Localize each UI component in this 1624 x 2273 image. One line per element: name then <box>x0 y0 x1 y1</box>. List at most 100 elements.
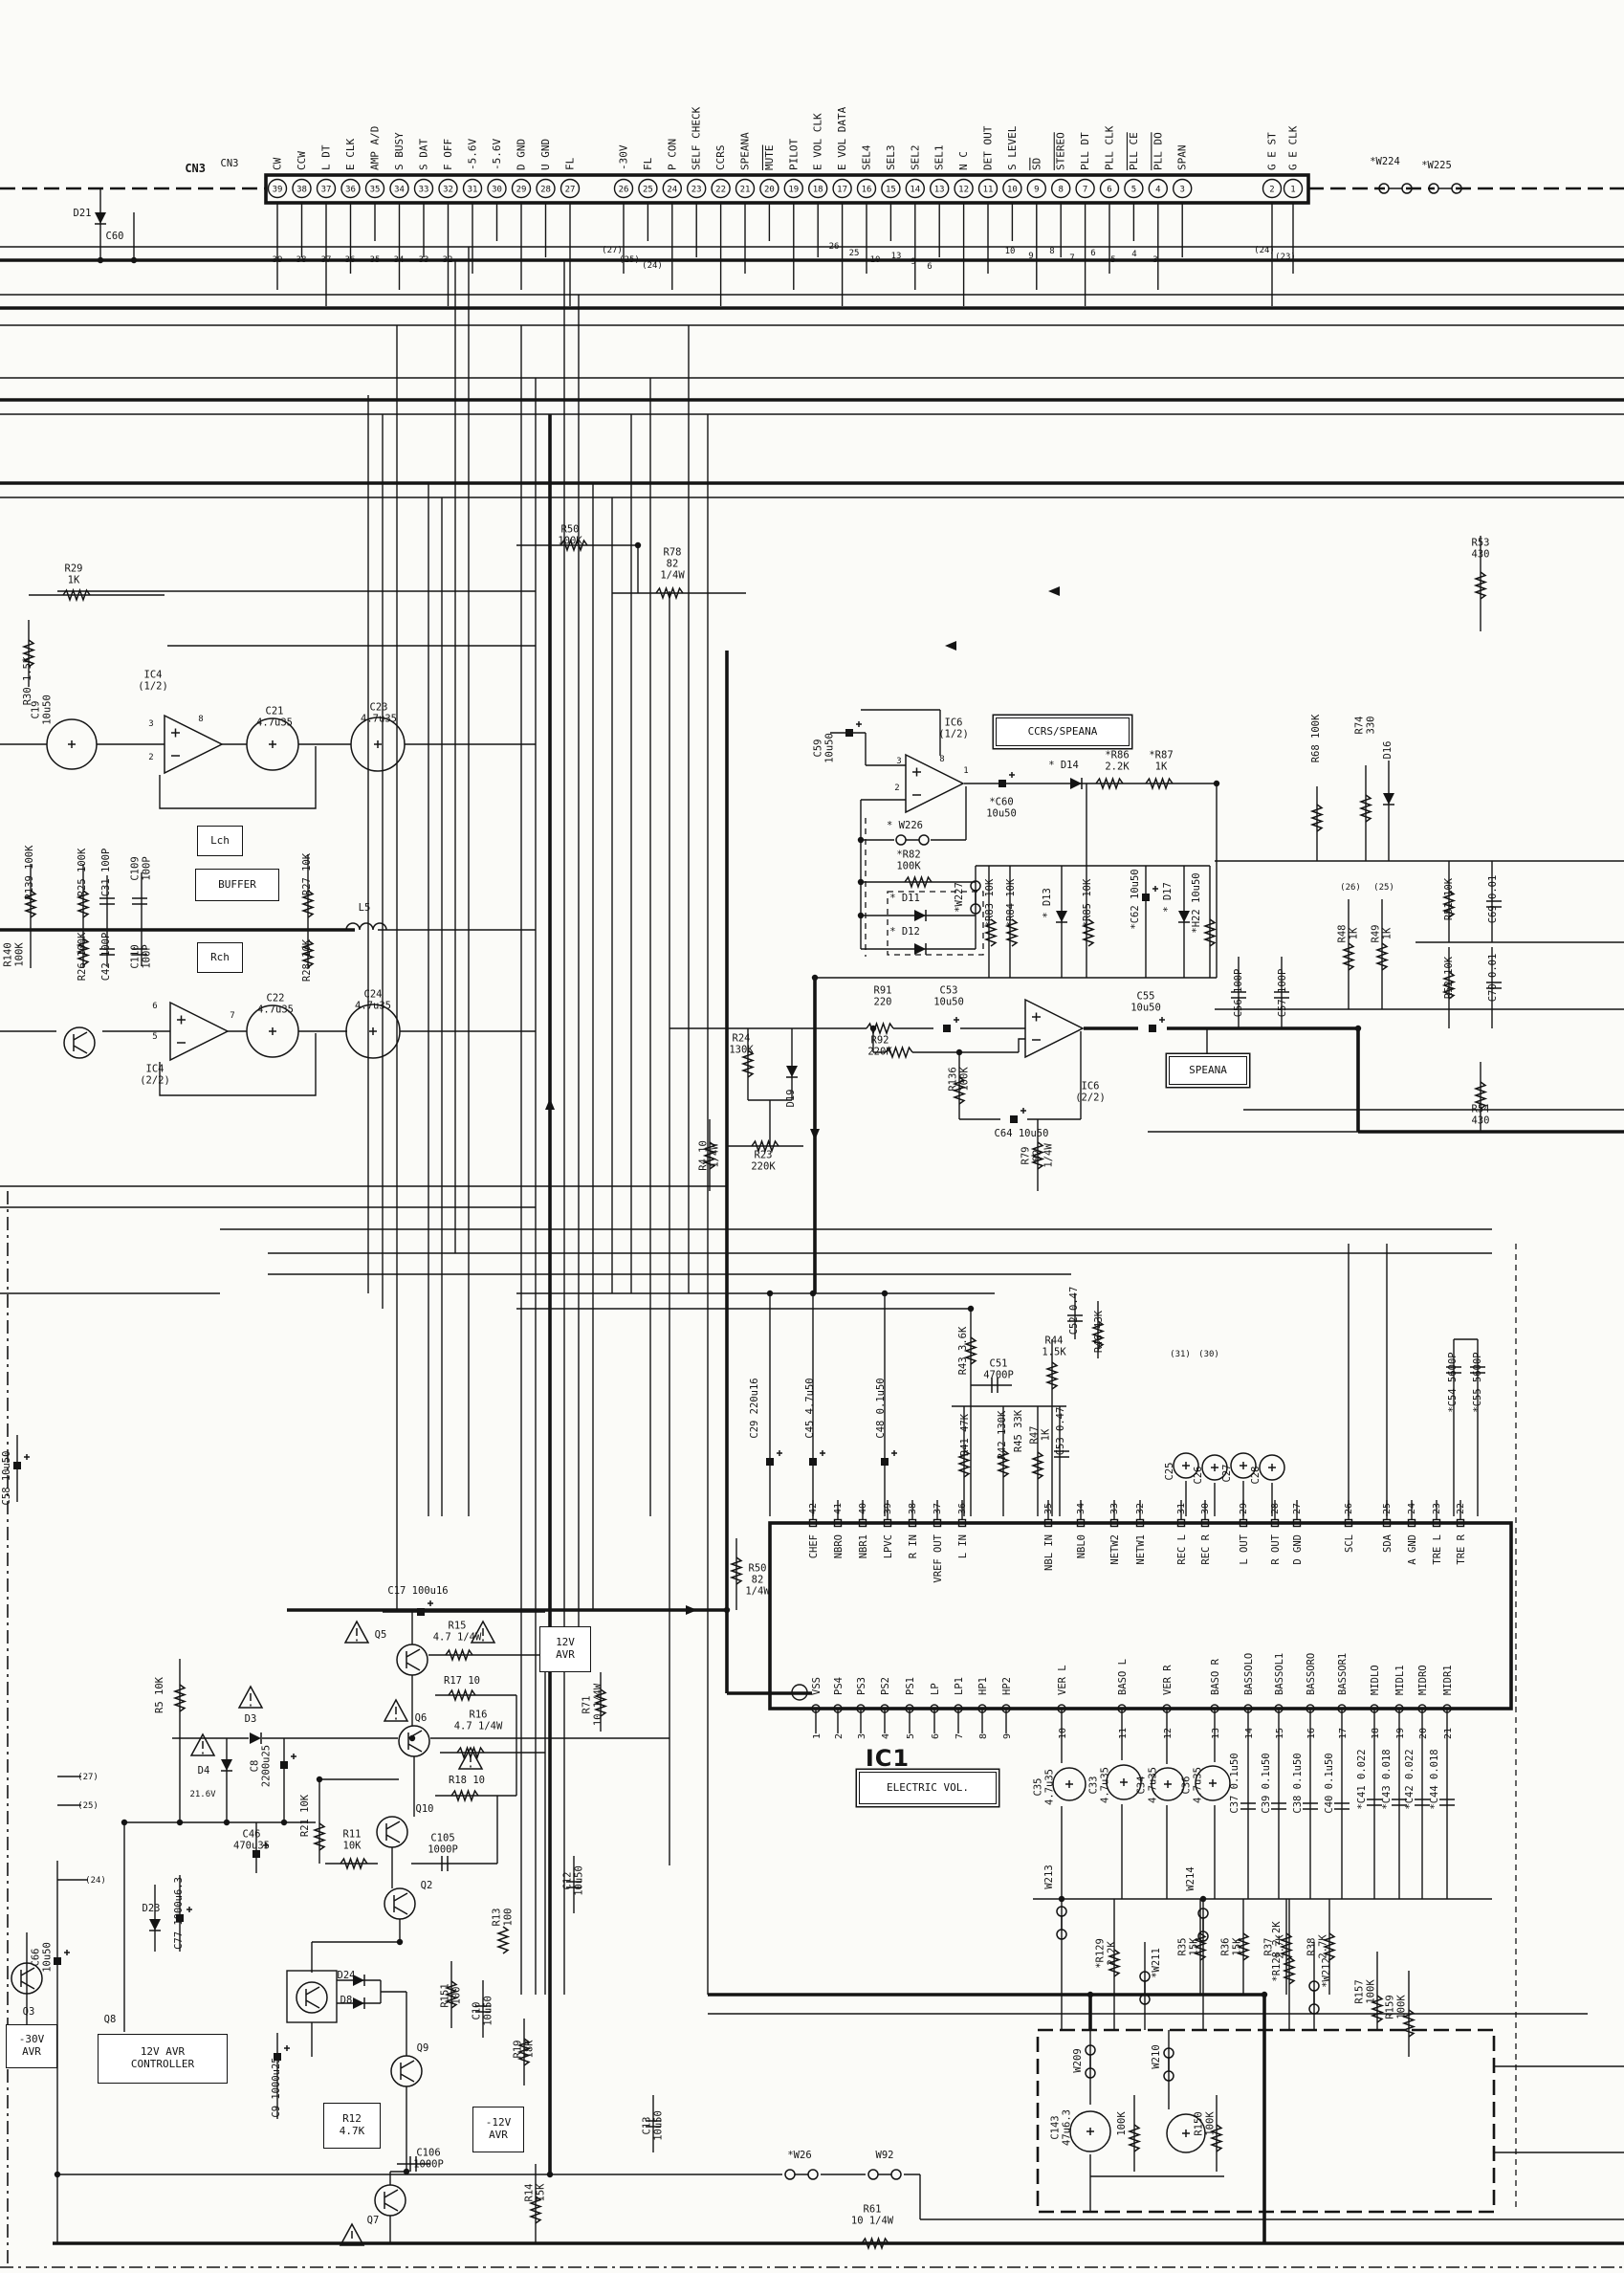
resistor-symbol <box>1107 1949 1122 1977</box>
electrolytic-cap-symbol <box>1010 1115 1018 1123</box>
polarity-plus-icon <box>1009 772 1015 778</box>
opamp-polarity-marks <box>177 1015 186 1044</box>
resistor-symbol <box>1374 942 1390 971</box>
ic1-bottom-pin <box>856 1704 866 1713</box>
cn3-pin-circle <box>735 178 756 199</box>
cn3-pin-circle <box>711 178 731 199</box>
cn3-pin-label: S BUSY <box>393 132 406 170</box>
cn3-pin-circle <box>638 178 658 199</box>
capacitor-symbol <box>475 2005 491 2013</box>
cn3-pin-label: D GND <box>516 139 528 170</box>
cn3-pin-number: 1 <box>1290 186 1295 195</box>
ic1-bottom-pin-label: HP2 <box>1001 1677 1013 1695</box>
capacitor-symbol <box>1392 1799 1407 1806</box>
resistor-symbol <box>1441 971 1457 1000</box>
resistor-symbol <box>300 890 316 918</box>
cn3-pin-number: 34 <box>394 186 405 195</box>
ic1-bottom-pin <box>930 1704 939 1713</box>
ic1-top-pin-label: NBR1 <box>858 1534 869 1558</box>
resistor-symbol <box>983 918 999 947</box>
polarity-plus-icon <box>374 740 382 748</box>
cn3-pin-label: STEREO <box>1055 132 1067 170</box>
warning-triangle-icon <box>343 1620 370 1644</box>
resistor-symbol <box>1401 2009 1416 2038</box>
resistor-symbol <box>448 1688 476 1703</box>
jumper-link-icon <box>867 2169 879 2180</box>
cn3-pin-number: 2 <box>1269 186 1274 195</box>
cn3-pin-label: E CLK <box>344 139 357 170</box>
ic1-bottom-pin-number: 7 <box>955 1733 965 1739</box>
junction-dot <box>1354 1025 1362 1032</box>
transistor-legs <box>406 1648 421 1671</box>
resistor-symbol <box>1095 776 1124 791</box>
junction-dot <box>869 1025 877 1032</box>
dashed-detail <box>865 818 1517 2212</box>
diode-symbol <box>914 943 926 955</box>
diode-symbol <box>914 910 926 921</box>
resistor-symbol <box>1044 1361 1060 1390</box>
resistor-symbol <box>1030 1451 1045 1480</box>
opamp-polarity-marks <box>912 767 921 796</box>
transistor-symbol <box>376 1816 408 1848</box>
resistor-symbol <box>312 1822 327 1851</box>
capacitor-symbol <box>441 1856 449 1871</box>
ic1-bottom-pin-number: 15 <box>1275 1728 1285 1739</box>
electrolytic-cap-symbol <box>1149 1025 1156 1032</box>
resistor-symbol <box>300 939 316 968</box>
ic1-bottom-pin <box>1117 1704 1127 1713</box>
ic1-bottom-pin-label: PS4 <box>833 1677 845 1695</box>
ic1-top-pin <box>1200 1518 1210 1528</box>
cn3-pin-circle <box>687 178 707 199</box>
cn3-pin-circle <box>1148 178 1169 199</box>
junction-dot <box>541 1651 549 1659</box>
resistor-symbol <box>963 1336 978 1365</box>
diode-symbol <box>353 1975 364 1986</box>
polarity-plus-icon <box>891 1450 897 1456</box>
signal-arrow-icon <box>810 1129 820 1140</box>
cn3-pin-number: 16 <box>862 186 872 195</box>
ic1-top-pin <box>1292 1518 1302 1528</box>
cn3-pin-number: 18 <box>813 186 823 195</box>
cn3-pin-label: SEL3 <box>885 145 897 171</box>
ic1-bottom-pin <box>1306 1704 1315 1713</box>
cn3-pin-circle <box>267 178 288 199</box>
polarity-plus-icon <box>820 1450 825 1456</box>
ic1-top-pin-label: TRE L <box>1432 1534 1443 1565</box>
cn3-pin-label: PLL DT <box>1079 132 1091 170</box>
ic1-top-pin-label: SDA <box>1382 1534 1394 1553</box>
ic1-bottom-pin-label: BASSOLO <box>1243 1653 1255 1695</box>
electrolytic-cap-symbol <box>274 2053 281 2061</box>
warning-triangle-icon <box>189 1732 216 1756</box>
ic1-top-pin-label: LPVC <box>883 1534 894 1558</box>
ic1-bottom-pin-number: 1 <box>812 1733 823 1739</box>
transistor-legs <box>384 2189 399 2212</box>
signal-arrow-icon <box>1048 586 1060 596</box>
electrolytic-can-symbol <box>1151 1767 1185 1801</box>
electrolytic-cap-symbol <box>999 780 1006 787</box>
signal-arrow-icon <box>945 641 956 651</box>
polarity-plus-icon <box>1211 1464 1218 1471</box>
cn3-pin-circle <box>662 178 682 199</box>
ic1-top-pin <box>883 1518 892 1528</box>
capacitor-symbol <box>1367 1799 1382 1806</box>
ic1-bottom-pin-label: BASSORO <box>1306 1653 1317 1695</box>
resistor-symbol <box>956 1449 972 1478</box>
opamp-polarity-marks <box>171 728 180 757</box>
ic1-top-pin <box>1344 1518 1353 1528</box>
ic1-bottom-pin-number: 18 <box>1371 1728 1381 1739</box>
resistor-symbol <box>702 1141 717 1170</box>
jumper-link-icon <box>890 2169 902 2180</box>
ic1-bottom-pin-label: PS1 <box>905 1677 916 1695</box>
ic1-top-pin <box>1176 1518 1186 1528</box>
ic1-bottom-pin-label: BASSOL1 <box>1274 1653 1285 1695</box>
ic1-top-pin-label: REC L <box>1176 1534 1188 1565</box>
cn3-pin-circle <box>438 178 458 199</box>
cn3-pin-circle <box>783 178 803 199</box>
resistor-symbol <box>495 1926 511 1954</box>
capacitor-symbol <box>132 948 147 956</box>
diode-symbol <box>1070 778 1082 789</box>
cn3-pin-label: -5.6V <box>467 139 479 170</box>
ic1-bottom-pin-number: 10 <box>1058 1728 1068 1739</box>
cn3-pin-circle <box>340 178 361 199</box>
polarity-plus-icon <box>1268 1464 1276 1471</box>
